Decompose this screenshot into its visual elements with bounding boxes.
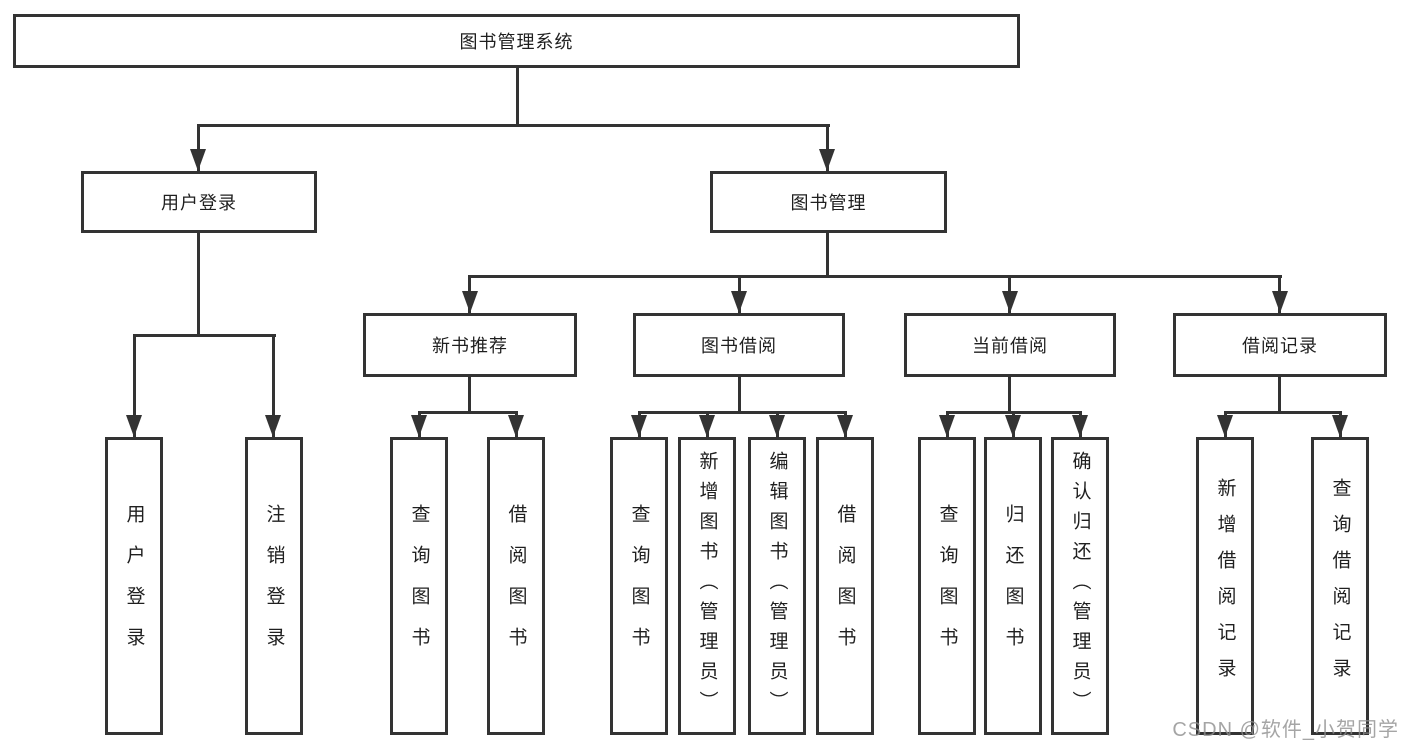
- node-label: 图书管理系统: [459, 32, 574, 52]
- arrow-down-icon: [769, 415, 785, 437]
- arrow-down-icon: [837, 415, 853, 437]
- leaf-label: 新增图书（管理员）: [696, 451, 718, 721]
- node-label: 借阅记录: [1242, 336, 1318, 356]
- connector-line: [826, 233, 829, 278]
- leaf-borrow-books: 借阅图书: [487, 437, 545, 735]
- leaf-add-books-admin: 新增图书（管理员）: [678, 437, 736, 735]
- arrow-down-icon: [1072, 415, 1088, 437]
- leaf-add-borrow-record: 新增借阅记录: [1196, 437, 1254, 735]
- arrow-down-icon: [411, 415, 427, 437]
- connector-line: [468, 377, 471, 414]
- leaf-return-books: 归还图书: [984, 437, 1042, 735]
- node-borrowing-records: 借阅记录: [1173, 313, 1387, 377]
- node-current-borrowing: 当前借阅: [904, 313, 1116, 377]
- leaf-label: 用户登录: [123, 504, 145, 668]
- node-label: 新书推荐: [432, 336, 508, 356]
- leaf-logout: 注销登录: [245, 437, 303, 735]
- arrow-down-icon: [1002, 291, 1018, 313]
- connector-line: [197, 233, 200, 337]
- arrow-down-icon: [508, 415, 524, 437]
- arrow-down-icon: [462, 291, 478, 313]
- connector-line: [133, 334, 136, 437]
- leaf-label: 查询图书: [408, 504, 430, 668]
- leaf-confirm-return-admin: 确认归还（管理员）: [1051, 437, 1109, 735]
- node-user-login: 用户登录: [81, 171, 317, 233]
- leaf-label: 注销登录: [263, 504, 285, 668]
- node-label: 图书管理: [790, 193, 867, 213]
- connector-line: [638, 411, 847, 414]
- connector-line: [1278, 377, 1281, 414]
- arrow-down-icon: [265, 415, 281, 437]
- node-label: 用户登录: [161, 193, 237, 213]
- connector-line: [738, 377, 741, 414]
- leaf-label: 确认归还（管理员）: [1069, 451, 1091, 721]
- leaf-borrow-books-2: 借阅图书: [816, 437, 874, 735]
- arrow-down-icon: [699, 415, 715, 437]
- leaf-label: 编辑图书（管理员）: [766, 451, 788, 721]
- arrow-down-icon: [819, 149, 835, 171]
- arrow-down-icon: [731, 291, 747, 313]
- leaf-query-books: 查询图书: [390, 437, 448, 735]
- node-new-book-recommendation: 新书推荐: [363, 313, 577, 377]
- leaf-user-login: 用户登录: [105, 437, 163, 735]
- node-book-management-system: 图书管理系统: [13, 14, 1020, 68]
- arrow-down-icon: [1217, 415, 1233, 437]
- arrow-down-icon: [1272, 291, 1288, 313]
- arrow-down-icon: [1332, 415, 1348, 437]
- arrow-down-icon: [1005, 415, 1021, 437]
- leaf-query-books-3: 查询图书: [918, 437, 976, 735]
- connector-line: [133, 334, 276, 337]
- node-label: 当前借阅: [972, 336, 1048, 356]
- connector-line: [1008, 377, 1011, 414]
- connector-line: [197, 124, 200, 171]
- leaf-edit-books-admin: 编辑图书（管理员）: [748, 437, 806, 735]
- leaf-label: 归还图书: [1002, 504, 1024, 668]
- arrow-down-icon: [939, 415, 955, 437]
- leaf-label: 借阅图书: [834, 504, 856, 668]
- leaf-label: 查询图书: [628, 504, 650, 668]
- leaf-query-borrow-record: 查询借阅记录: [1311, 437, 1369, 735]
- connector-line: [468, 275, 1282, 278]
- leaf-label: 借阅图书: [505, 504, 527, 668]
- connector-line: [1224, 411, 1342, 414]
- connector-line: [826, 124, 829, 171]
- arrow-down-icon: [190, 149, 206, 171]
- csdn-watermark: CSDN @软件_小贺同学: [1172, 719, 1399, 741]
- leaf-label: 新增借阅记录: [1214, 478, 1236, 694]
- leaf-label: 查询图书: [936, 504, 958, 668]
- connector-line: [272, 334, 275, 437]
- leaf-label: 查询借阅记录: [1329, 478, 1351, 694]
- connector-line: [418, 411, 518, 414]
- node-book-management: 图书管理: [710, 171, 947, 233]
- connector-line: [197, 124, 830, 127]
- node-label: 图书借阅: [701, 336, 777, 356]
- arrow-down-icon: [126, 415, 142, 437]
- arrow-down-icon: [631, 415, 647, 437]
- node-book-borrowing: 图书借阅: [633, 313, 845, 377]
- connector-line: [516, 66, 519, 126]
- leaf-query-books-2: 查询图书: [610, 437, 668, 735]
